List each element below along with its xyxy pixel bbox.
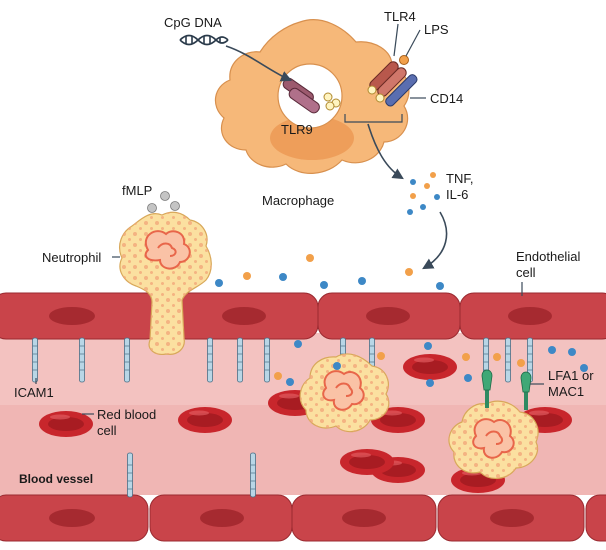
annotation-lines bbox=[35, 23, 544, 415]
label-cd14: CD14 bbox=[430, 91, 464, 106]
endothelial-cells-bottom bbox=[0, 494, 606, 542]
endothelial-cells-top bbox=[0, 292, 606, 340]
tlr9-receptor bbox=[282, 77, 341, 114]
lfa1-mac1-integrins bbox=[481, 369, 532, 410]
label-lps: LPS bbox=[424, 22, 449, 37]
cpg-dna-icon bbox=[179, 34, 229, 46]
label-neutrophil: Neutrophil bbox=[42, 250, 102, 265]
label-cpg-dna: CpG DNA bbox=[164, 15, 222, 30]
label-endothelial: Endothelial bbox=[516, 249, 581, 264]
label-icam1: ICAM1 bbox=[14, 385, 54, 400]
label-blood-vessel: Blood vessel bbox=[19, 472, 94, 486]
fmlp-molecules bbox=[147, 191, 180, 213]
label-fmlp: fMLP bbox=[122, 183, 153, 198]
neutrophil-integrin-bound bbox=[448, 400, 539, 479]
neutrophil-adherent bbox=[299, 353, 390, 433]
cd14-receptor bbox=[385, 74, 418, 107]
label-red-blood: Red blood bbox=[97, 407, 157, 422]
label-il6: IL-6 bbox=[446, 187, 469, 202]
label-tlr4: TLR4 bbox=[384, 9, 416, 24]
neutrophil-transmigrating bbox=[119, 211, 212, 355]
tlr4-receptor bbox=[367, 55, 409, 103]
label-macrophage: Macrophage bbox=[262, 193, 335, 208]
label-lfa1: LFA1 or bbox=[548, 368, 594, 383]
label-tnf: TNF, bbox=[446, 171, 474, 186]
macrophage-nucleus bbox=[270, 116, 354, 160]
label-tlr9: TLR9 bbox=[281, 122, 313, 137]
label-red-blood-cell: cell bbox=[97, 423, 117, 438]
label-endothelial-cell: cell bbox=[516, 265, 536, 280]
cytokine-particles bbox=[215, 172, 588, 387]
label-mac1: MAC1 bbox=[548, 384, 585, 399]
